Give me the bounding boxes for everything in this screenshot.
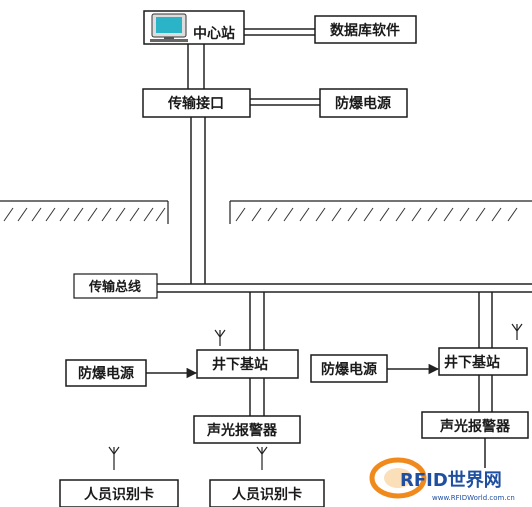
antenna-icon (214, 329, 226, 346)
underground-base-station-right-node: 井下基站 (438, 347, 528, 376)
watermark-logo-text: RFID世界网 (400, 470, 502, 491)
underground-base-station-right-label: 井下基站 (444, 354, 500, 371)
ground-surface-left (0, 200, 169, 224)
watermark-url-text: www.RFIDWorld.com.cn (432, 494, 515, 502)
antenna-icon (256, 446, 268, 470)
antenna-icon (511, 323, 523, 340)
transmission-interface-label: 传输接口 (167, 95, 224, 112)
underground-base-station-left-label: 井下基站 (212, 356, 268, 373)
connectors (157, 28, 532, 468)
audible-visual-alarm-left-node: 声光报警器 (193, 415, 301, 444)
personnel-id-card-2-node: 人员识别卡 (209, 479, 325, 507)
explosion-proof-power-top-label: 防爆电源 (335, 95, 391, 112)
audible-visual-alarm-left-label: 声光报警器 (206, 422, 278, 439)
explosion-proof-power-top-node: 防爆电源 (319, 88, 408, 118)
explosion-proof-power-right-node: 防爆电源 (310, 354, 388, 383)
underground-base-station-left-node: 井下基站 (196, 349, 299, 379)
rfid-world-watermark-logo: RFID世界网 www.RFIDWorld.com.cn (369, 457, 515, 502)
explosion-proof-power-left-label: 防爆电源 (78, 365, 134, 382)
ground-hatch-right (235, 207, 518, 222)
audible-visual-alarm-right-node: 声光报警器 (421, 411, 529, 439)
ground-hatch-left (3, 207, 166, 222)
transmission-bus-node: 传输总线 (73, 273, 158, 299)
personnel-id-card-1-node: 人员识别卡 (59, 479, 179, 507)
transmission-bus-label: 传输总线 (88, 279, 141, 295)
antenna-icon (108, 446, 120, 470)
database-software-node: 数据库软件 (314, 15, 417, 44)
personnel-id-card-2-label: 人员识别卡 (232, 486, 302, 503)
center-station-label: 中心站 (193, 25, 235, 42)
audible-visual-alarm-right-label: 声光报警器 (439, 418, 511, 435)
explosion-proof-power-right-label: 防爆电源 (321, 361, 377, 378)
transmission-interface-node: 传输接口 (142, 88, 251, 118)
personnel-id-card-1-label: 人员识别卡 (84, 486, 154, 503)
ground-surface-right (229, 200, 532, 224)
center-station-node: 中心站 (143, 10, 245, 45)
database-software-label: 数据库软件 (330, 22, 400, 39)
computer-monitor-icon (150, 13, 188, 42)
explosion-proof-power-left-node: 防爆电源 (65, 359, 147, 387)
